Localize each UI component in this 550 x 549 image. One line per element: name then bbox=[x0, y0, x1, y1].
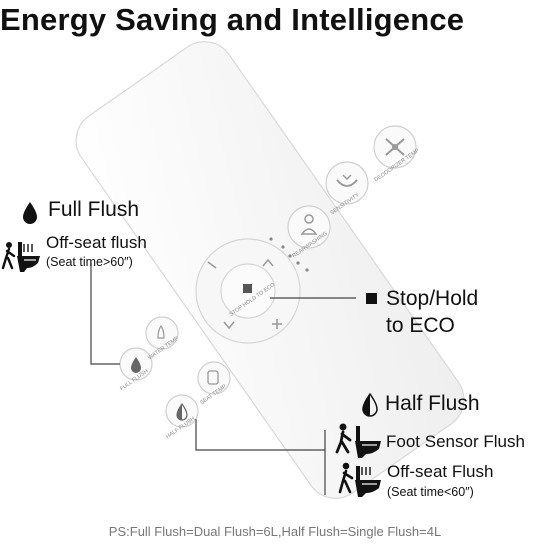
deodorizer-button[interactable] bbox=[373, 125, 417, 169]
page-title: Energy Saving and Intelligence bbox=[0, 2, 465, 37]
stop-line1: Stop/Hold bbox=[386, 287, 479, 310]
stop-button[interactable] bbox=[243, 284, 252, 293]
off-seat-note: (Seat time<60″) bbox=[387, 485, 474, 499]
full-flush-line2: (Seat time>60″) bbox=[46, 255, 133, 269]
foot-sensor-label: Foot Sensor Flush bbox=[386, 432, 525, 451]
half-flush-button[interactable] bbox=[165, 394, 199, 428]
full-flush-drop-icon bbox=[23, 202, 37, 224]
off-seat-label: Off-seat Flush bbox=[387, 462, 494, 481]
half-flush-heading: Half Flush bbox=[385, 392, 480, 415]
full-flush-heading: Full Flush bbox=[48, 198, 140, 221]
water-temp-button[interactable] bbox=[145, 316, 179, 350]
half-flush-drop-icon bbox=[362, 392, 378, 417]
full-flush-person-toilet-icon bbox=[1, 242, 40, 272]
half-flush-connector bbox=[195, 419, 325, 451]
bidet-button[interactable] bbox=[325, 161, 369, 205]
stop-line2: to ECO bbox=[386, 314, 455, 337]
full-flush-line1: Off-seat flush bbox=[46, 233, 147, 252]
stop-square-icon bbox=[366, 293, 377, 304]
rearwashing-button[interactable] bbox=[287, 205, 331, 249]
full-flush-connector bbox=[90, 262, 120, 365]
foot-sensor-person-toilet-icon bbox=[335, 423, 381, 458]
seat-temp-button[interactable] bbox=[197, 361, 231, 395]
off-seat-person-toilet-icon bbox=[338, 462, 381, 497]
footnote: PS:Full Flush=Dual Flush=6L,Half Flush=S… bbox=[108, 524, 442, 539]
